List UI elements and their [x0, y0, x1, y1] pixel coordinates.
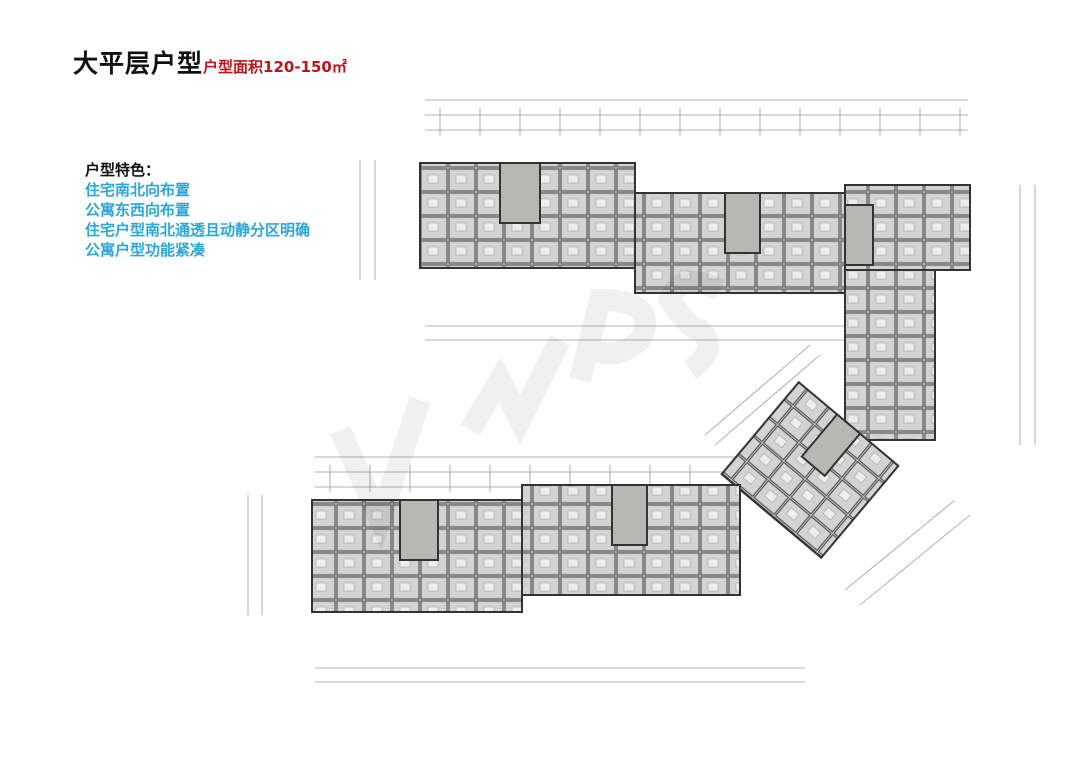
title-area-range: 户型面积120-150㎡: [203, 58, 347, 76]
building-block-south-right: [521, 484, 741, 596]
feature-item: 住宅户型南北通透且动静分区明确: [85, 221, 311, 239]
feature-list: 户型特色： 住宅南北向布置 公寓东西向布置 住宅户型南北通透且动静分区明确 公寓…: [85, 160, 310, 260]
building-block-north-left: [419, 162, 636, 269]
building-block-north-right: [634, 192, 846, 294]
feature-item: 公寓户型功能紧凑: [85, 241, 206, 259]
feature-item: 公寓东西向布置: [85, 201, 191, 219]
title-main: 大平层户型: [73, 49, 204, 78]
building-block-south-left: [311, 499, 523, 613]
wps-watermark: [329, 271, 725, 551]
page-title: 大平层户型户型面积120-150㎡: [73, 44, 347, 80]
dimension-lines-top: [247, 99, 1036, 683]
building-block-northeast-apartments: [844, 184, 971, 441]
building-block-angled: [720, 380, 900, 560]
feature-item: 住宅南北向布置: [85, 181, 191, 199]
feature-heading: 户型特色：: [85, 161, 161, 179]
dimension-ticks: [329, 108, 961, 492]
